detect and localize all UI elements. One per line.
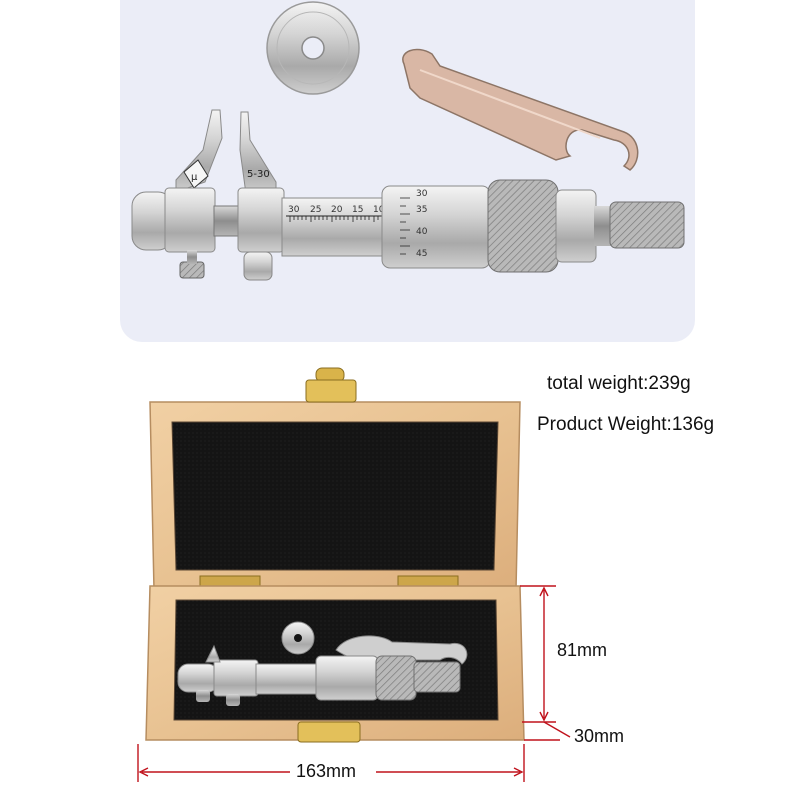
length-dimension-label: 163mm [296, 761, 357, 781]
svg-text:35: 35 [416, 205, 427, 215]
svg-text:25: 25 [310, 205, 321, 215]
height-dimension-label: 81mm [557, 640, 608, 660]
svg-text:40: 40 [416, 227, 428, 237]
product-weight-label: Product Weight:136g [537, 414, 715, 435]
dimension-lines [137, 585, 571, 782]
svg-text:30: 30 [416, 189, 428, 199]
svg-text:45: 45 [416, 249, 427, 259]
hook-wrench [402, 48, 639, 171]
total-weight-label: total weight:239g [547, 373, 691, 394]
micrometer-large: μ 5-30 30 25 20 15 10 30 35 40 45 [131, 109, 685, 281]
sleeve-scale: 30 25 20 15 10 [288, 205, 385, 215]
svg-text:20: 20 [331, 205, 343, 215]
svg-text:15: 15 [352, 205, 363, 215]
thimble-scale: 30 35 40 45 [416, 189, 428, 259]
depth-dimension-label: 30mm [574, 726, 625, 746]
svg-text:10: 10 [373, 205, 385, 215]
wooden-case [145, 367, 525, 743]
svg-text:30: 30 [288, 205, 300, 215]
setting-ring [266, 1, 360, 95]
unit-mark: μ [191, 172, 198, 183]
range-mark: 5-30 [247, 169, 270, 180]
